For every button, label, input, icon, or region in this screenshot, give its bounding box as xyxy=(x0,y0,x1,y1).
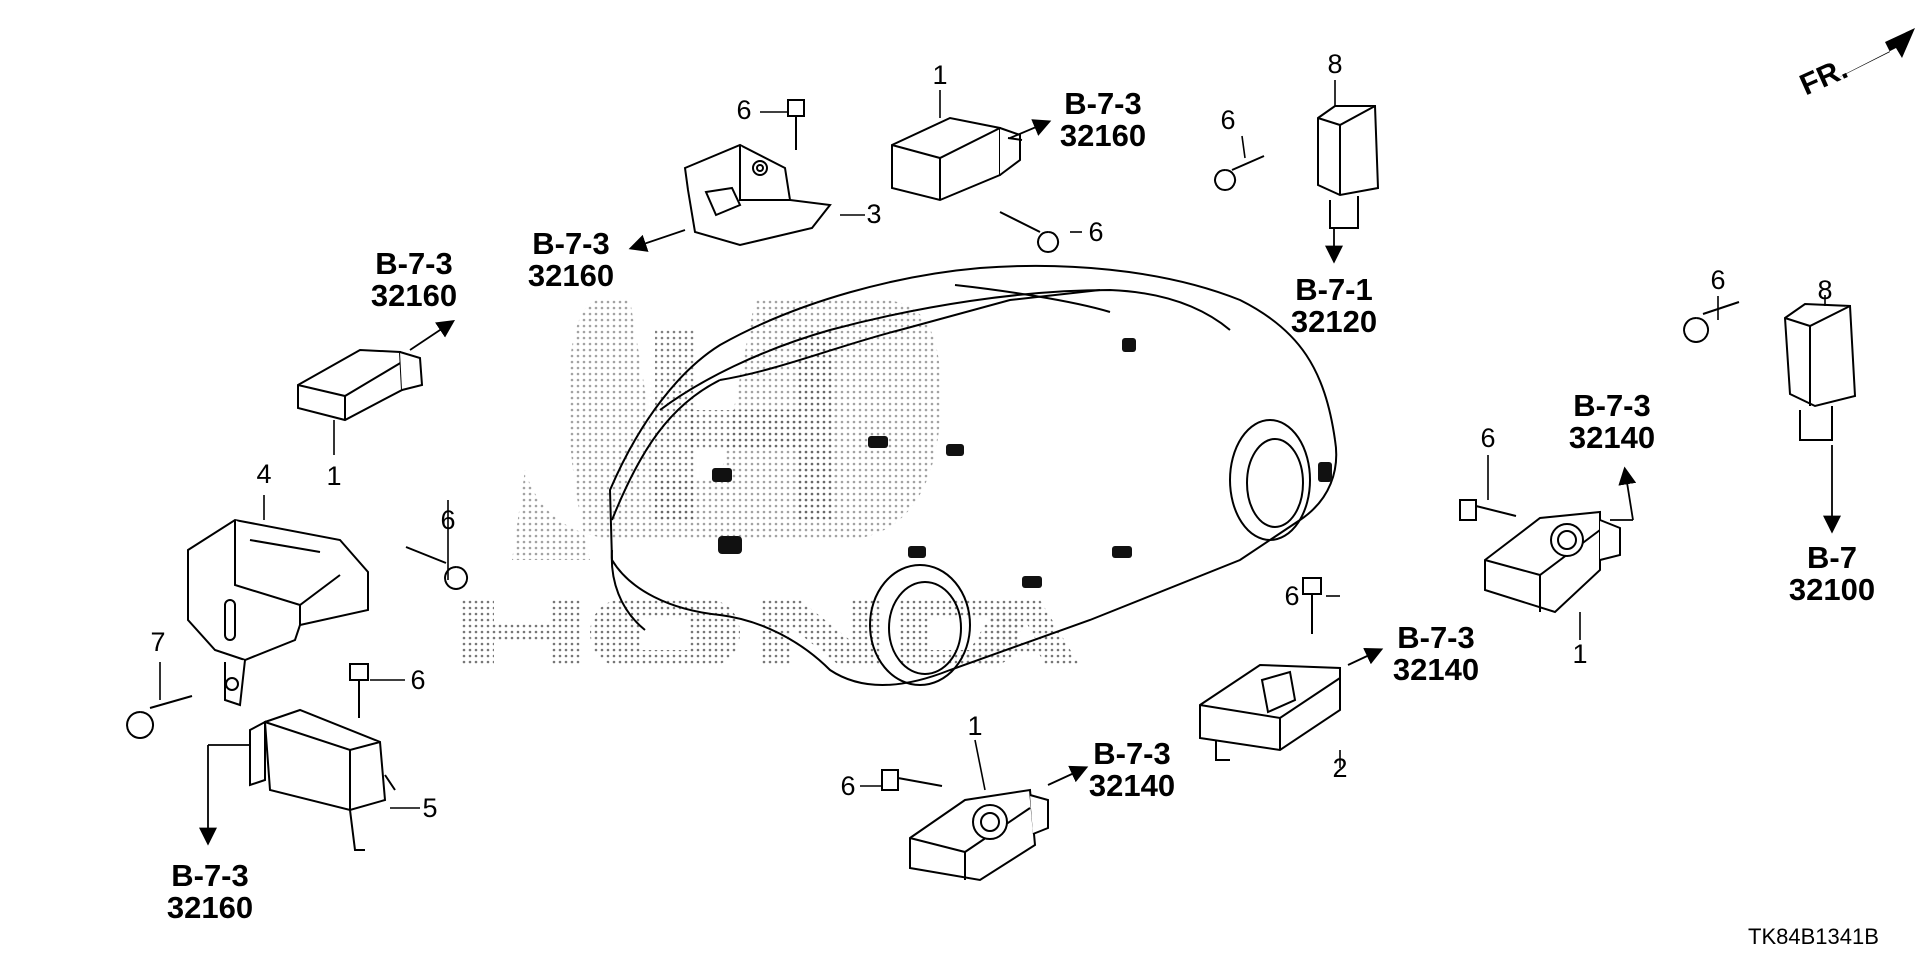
callout-part-number: 32160 xyxy=(370,278,458,313)
callout-ref-sensor-upper-left: B-7-3 32160 xyxy=(371,248,457,312)
part-sensor-bottom-center xyxy=(909,788,1049,882)
part-number-label: 6 xyxy=(1710,265,1726,295)
part-number-label: 6 xyxy=(736,95,752,125)
callout-ref-label: B-7-3 xyxy=(171,858,249,893)
callout-part-number: 32140 xyxy=(1568,420,1656,455)
callout-part-number: 32100 xyxy=(1788,572,1876,607)
callout-part-number: 32160 xyxy=(1059,118,1147,153)
part-number-label: 1 xyxy=(1572,639,1588,669)
part-number-label: 6 xyxy=(1220,105,1236,135)
part-number-label: 6 xyxy=(1284,581,1300,611)
part-number-label: 2 xyxy=(1332,753,1348,783)
vehicle-sensor-marks xyxy=(712,338,1332,588)
part-cover-4 xyxy=(187,518,369,707)
part-sensor-2 xyxy=(1199,663,1341,761)
callout-ref-sensor-bottom-center: B-7-3 32140 xyxy=(1089,738,1175,802)
part-number-label: 5 xyxy=(422,793,438,823)
part-number-label: 1 xyxy=(932,60,948,90)
honda-wordmark-watermark xyxy=(462,600,1080,666)
part-number-label: 1 xyxy=(326,461,342,491)
callout-ref-sensor-2: B-7-3 32140 xyxy=(1393,622,1479,686)
callout-ref-label: B-7-3 xyxy=(1064,86,1142,121)
part-module-5 xyxy=(249,708,396,851)
callout-ref-label: B-7-3 xyxy=(1397,620,1475,655)
callout-ref-label: B-7-3 xyxy=(1573,388,1651,423)
part-sensor-upper-left xyxy=(297,348,424,422)
part-number-label: 8 xyxy=(1817,275,1833,305)
honda-logo-watermark xyxy=(512,300,941,560)
part-bracket-3 xyxy=(683,128,832,247)
callout-ref-bracket: B-7-3 32160 xyxy=(528,228,614,292)
vehicle-outline xyxy=(608,264,1338,686)
part-number-label: 7 xyxy=(150,627,166,657)
part-number-label: 4 xyxy=(256,459,272,489)
front-direction-arrow-icon xyxy=(1838,28,1915,78)
part-unit-8-top xyxy=(1317,105,1380,229)
part-sensor-right xyxy=(1484,510,1621,614)
part-number-label: 8 xyxy=(1327,49,1343,79)
callout-ref-unit-8-right: B-7 32100 xyxy=(1789,542,1875,606)
leader-lines xyxy=(159,80,1826,809)
callout-ref-sensor-right: B-7-3 32140 xyxy=(1569,390,1655,454)
reference-arrows xyxy=(199,119,1841,846)
callout-part-number: 32140 xyxy=(1088,768,1176,803)
part-unit-8-right xyxy=(1783,302,1857,441)
callout-part-number: 32140 xyxy=(1392,652,1480,687)
callout-ref-label: B-7 xyxy=(1807,540,1857,575)
callout-part-number: 32160 xyxy=(527,258,615,293)
callout-ref-label: B-7-3 xyxy=(375,246,453,281)
callout-ref-unit-8-top: B-7-1 32120 xyxy=(1291,274,1377,338)
part-number-label: 6 xyxy=(840,771,856,801)
callout-ref-module-5: B-7-3 32160 xyxy=(167,860,253,924)
part-number-label: 6 xyxy=(410,665,426,695)
callout-part-number: 32160 xyxy=(166,890,254,925)
callout-ref-sensor-top-center: B-7-3 32160 xyxy=(1060,88,1146,152)
callout-ref-label: B-7-3 xyxy=(1093,736,1171,771)
part-sensor-top-center xyxy=(891,116,1023,202)
part-number-label: 6 xyxy=(1480,423,1496,453)
callout-ref-label: B-7-1 xyxy=(1295,272,1373,307)
diagram-code: TK84B1341B xyxy=(1748,924,1879,949)
callout-ref-label: B-7-3 xyxy=(532,226,610,261)
part-number-label: 1 xyxy=(967,711,983,741)
part-number-label: 3 xyxy=(866,199,882,229)
callout-part-number: 32120 xyxy=(1290,304,1378,339)
part-number-label: 6 xyxy=(440,505,456,535)
part-number-label: 6 xyxy=(1088,217,1104,247)
